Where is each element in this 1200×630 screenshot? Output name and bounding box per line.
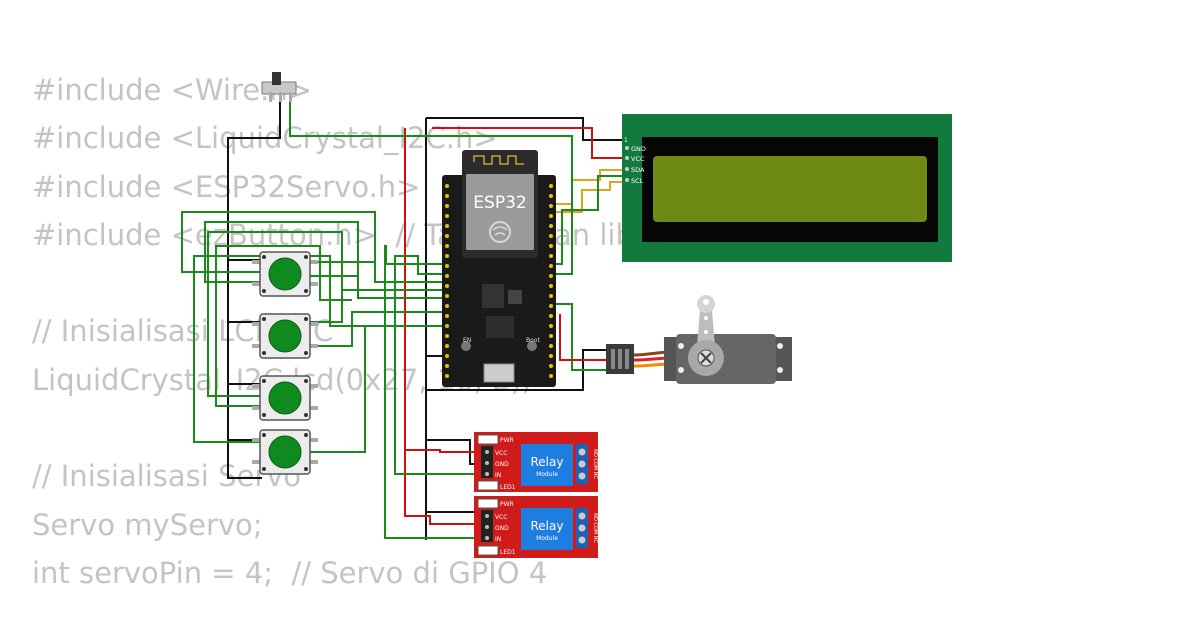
servo-motor[interactable] bbox=[606, 295, 792, 384]
wire-button-5[interactable] bbox=[308, 325, 446, 453]
code-line: #include <ESP32Servo.h> bbox=[32, 169, 421, 204]
slide-switch-handle[interactable] bbox=[272, 72, 281, 85]
wire-button-gnd[interactable] bbox=[227, 260, 262, 479]
relay-terminal-labels: NO COM NC bbox=[592, 513, 598, 543]
relay-pin-in: IN bbox=[495, 536, 501, 543]
relay-led-label: LED1 bbox=[500, 549, 516, 556]
wire-button-4[interactable] bbox=[308, 311, 446, 347]
relay-subtitle: Module bbox=[536, 535, 558, 542]
wires bbox=[181, 92, 626, 540]
lcd-pin-sda: SDA bbox=[631, 166, 645, 174]
esp32-pin-column-left bbox=[445, 184, 449, 378]
lcd-pin-vcc: VCC bbox=[631, 155, 645, 163]
wire-servo-signal[interactable] bbox=[550, 303, 610, 371]
relay-module[interactable]: PWR LED1 VCC GND IN Relay Module NO COM … bbox=[474, 432, 598, 492]
esp32-label: ESP32 bbox=[473, 193, 526, 213]
code-line: #include <LiquidCrystal_I2C.h> bbox=[32, 121, 498, 156]
code-line: // Inisialisasi LCD I2C bbox=[32, 314, 334, 349]
relay-pin-vcc: VCC bbox=[495, 450, 507, 457]
wire-vcc[interactable] bbox=[405, 449, 488, 453]
en-button[interactable] bbox=[461, 341, 471, 351]
wire-switch-gnd[interactable] bbox=[227, 92, 281, 261]
lcd-screen bbox=[653, 156, 927, 222]
wire-vcc[interactable] bbox=[404, 128, 488, 525]
relay-coil bbox=[521, 508, 573, 550]
push-button[interactable] bbox=[252, 429, 318, 475]
slide-switch[interactable] bbox=[261, 72, 297, 102]
wire-vcc[interactable] bbox=[555, 127, 626, 159]
relay-led-label: LED1 bbox=[500, 484, 516, 491]
antenna-icon bbox=[473, 155, 524, 165]
push-button[interactable] bbox=[252, 313, 318, 359]
lcd-pin-gnd: GND bbox=[631, 145, 646, 153]
wire-button-4[interactable] bbox=[215, 245, 352, 407]
relay-pin-vcc: VCC bbox=[495, 514, 507, 521]
relay-pin-in: IN bbox=[495, 472, 501, 479]
wire-button-2[interactable] bbox=[308, 275, 446, 299]
relay-pin-gnd: GND bbox=[495, 461, 509, 468]
wire-servo-vcc[interactable] bbox=[559, 314, 610, 361]
wire-relay-1-in[interactable] bbox=[394, 255, 488, 475]
relay-title: Relay bbox=[531, 519, 564, 533]
esp32-shield bbox=[466, 174, 534, 250]
push-button[interactable] bbox=[252, 251, 318, 297]
lcd-pin-scl: SCL bbox=[631, 177, 644, 185]
wire-lcd-green[interactable] bbox=[552, 175, 626, 265]
relay-terminal-labels: NO COM NC bbox=[592, 449, 598, 479]
wire-button-3[interactable] bbox=[207, 231, 343, 397]
esp32-pin-column-right bbox=[549, 184, 553, 378]
relay-pin-gnd: GND bbox=[495, 525, 509, 532]
wire-button-2[interactable] bbox=[204, 221, 359, 283]
lcd-1602-i2c[interactable]: 1 GND VCC SDA SCL bbox=[622, 114, 952, 262]
relay-coil bbox=[521, 444, 573, 486]
boot-button[interactable] bbox=[527, 341, 537, 351]
relay-pwr-label: PWR bbox=[500, 501, 514, 508]
relay-title: Relay bbox=[531, 455, 564, 469]
push-button[interactable] bbox=[252, 375, 318, 421]
wire-i2c-sda[interactable] bbox=[550, 169, 626, 205]
lcd-pin1-marker: 1 bbox=[624, 137, 628, 144]
boot-label: Boot bbox=[526, 337, 540, 344]
en-label: EN bbox=[463, 337, 471, 344]
esp32-board[interactable]: ESP32 EN Boot bbox=[442, 150, 556, 387]
wire-relay-2-in[interactable] bbox=[384, 245, 488, 539]
relay-pwr-label: PWR bbox=[500, 437, 514, 444]
relay-module[interactable]: PWR LED1 VCC GND IN Relay Module NO COM … bbox=[474, 496, 598, 558]
wire-switch-signal[interactable] bbox=[289, 92, 573, 275]
wire-i2c-scl[interactable] bbox=[550, 181, 626, 213]
code-line: int servoPin = 4; // Servo di GPIO 4 bbox=[32, 555, 548, 590]
code-line: Servo myServo; bbox=[32, 507, 263, 542]
espressif-logo-icon bbox=[489, 221, 511, 243]
relay-subtitle: Module bbox=[536, 471, 558, 478]
usb-port[interactable] bbox=[483, 363, 515, 383]
